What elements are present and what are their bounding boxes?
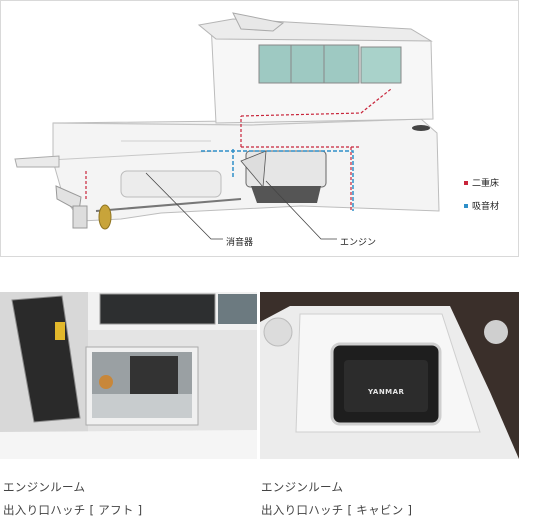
aft-hatch-caption-title: エンジンルーム <box>3 480 86 494</box>
boat-cutaway-diagram: 消音器 エンジン 二重床 吸音材 <box>0 0 519 257</box>
aft-hatch-caption-subtitle: 出入り口ハッチ [ アフト ] <box>3 503 143 517</box>
double-floor-swatch <box>464 180 468 185</box>
boat-cutaway-illustration <box>14 12 440 240</box>
engine-brand-label: YANMAR <box>368 388 405 396</box>
cabin-hatch-photo: YANMAR <box>260 292 519 459</box>
cabin-hatch-caption-title: エンジンルーム <box>261 480 344 494</box>
engine-callout-label: エンジン <box>340 238 377 248</box>
sound-insulation-swatch <box>464 203 468 208</box>
legend-item-sound-insulation: 吸音材 <box>464 199 499 212</box>
cabin-hatch-caption-subtitle: 出入り口ハッチ [ キャビン ] <box>261 503 413 517</box>
legend-item-double-floor: 二重床 <box>464 176 499 189</box>
legend-label-sound-insulation: 吸音材 <box>472 202 500 212</box>
aft-hatch-photo <box>0 292 257 459</box>
muffler-callout-label: 消音器 <box>226 238 254 248</box>
legend-label-double-floor: 二重床 <box>472 179 500 189</box>
